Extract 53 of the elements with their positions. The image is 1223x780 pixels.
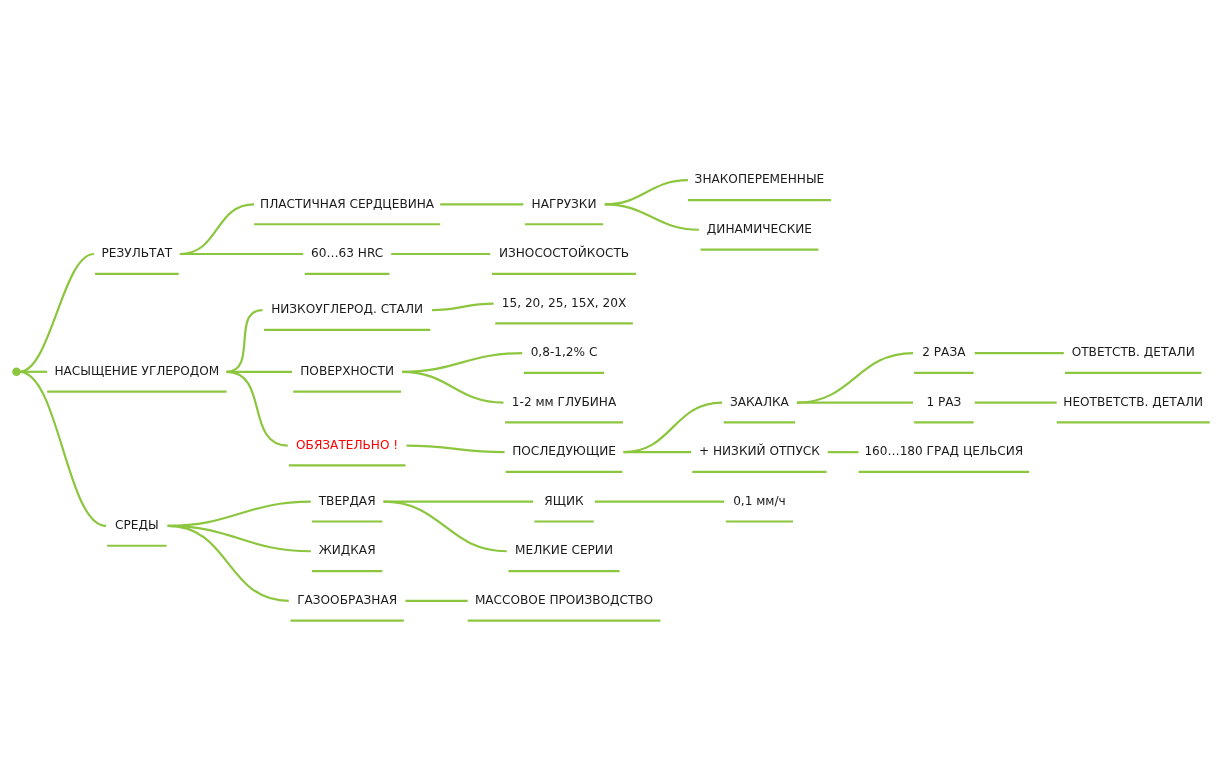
connector (226, 308, 263, 373)
node-text: 1-2 мм ГЛУБИНА (511, 394, 617, 409)
connector (796, 401, 914, 404)
connector (974, 351, 1064, 354)
node-text: НАГРУЗКИ (531, 196, 597, 211)
node-text: 0,1 мм/ч (733, 493, 786, 508)
node-text: ИЗНОСОСТОЙКОСТЬ (498, 245, 630, 260)
connector (594, 500, 725, 503)
node-text: 1 РАЗ (926, 394, 962, 409)
connector (226, 370, 288, 447)
connector (179, 252, 304, 255)
connector (19, 252, 95, 373)
node-text: + НИЗКИЙ ОТПУСК (698, 443, 820, 458)
node-point (12, 367, 21, 376)
connector (19, 370, 107, 527)
node-text: МАССОВОЕ ПРОИЗВОДСТВО (474, 592, 654, 607)
node-text: ПЛАСТИЧНАЯ СЕРДЦЕВИНА (260, 196, 435, 211)
connector (383, 500, 507, 552)
node-text: МЕЛКИЕ СЕРИИ (515, 542, 613, 557)
node-text: НЕОТВЕТСТВ. ДЕТАЛИ (1063, 394, 1204, 409)
node-text: 160…180 ГРАД ЦЕЛЬСИЯ (864, 443, 1024, 458)
connector (405, 599, 468, 602)
connector (827, 450, 859, 453)
connector (402, 370, 504, 404)
node-text: ОТВЕТСТВ. ДЕТАЛИ (1071, 344, 1195, 359)
connector (623, 450, 692, 453)
connector (167, 524, 289, 602)
node-text: ЗНАКОПЕРЕМЕННЫЕ (694, 171, 825, 186)
connector (391, 252, 491, 255)
node-text: 60…63 HRC (311, 245, 384, 260)
node-text: РЕЗУЛЬТАТ (101, 245, 173, 260)
node-text: НАСЫЩЕНИЕ УГЛЕРОДОМ (54, 363, 220, 378)
node-text: 0,8-1,2% С (530, 344, 598, 359)
connector (974, 401, 1057, 404)
connector (406, 443, 505, 453)
node-text: ТВЕРДАЯ (318, 493, 376, 508)
connector (796, 351, 914, 404)
connector (440, 202, 524, 206)
node-text: ЯЩИК (544, 493, 584, 508)
node-text: ДИНАМИЧЕСКИЕ (706, 221, 813, 236)
node-text: 15, 20, 25, 15Х, 20Х (501, 295, 627, 310)
node-text: ОБЯЗАТЕЛЬНО ! (296, 437, 399, 452)
node-text: СРЕДЫ (115, 517, 159, 532)
node-text: ГАЗООБРАЗНАЯ (297, 592, 398, 607)
connector (604, 202, 699, 231)
node-text: НИЗКОУГЛЕРОД. СТАЛИ (271, 301, 424, 316)
node-text: ЗАКАЛКА (729, 394, 789, 409)
connector (623, 401, 723, 453)
connector (431, 301, 494, 311)
node-text: ПОСЛЕДУЮЩИЕ (512, 443, 616, 458)
node-text: ЖИДКАЯ (318, 542, 376, 557)
node-text: 2 РАЗА (922, 344, 966, 359)
node-text: ПОВЕРХНОСТИ (300, 363, 395, 378)
